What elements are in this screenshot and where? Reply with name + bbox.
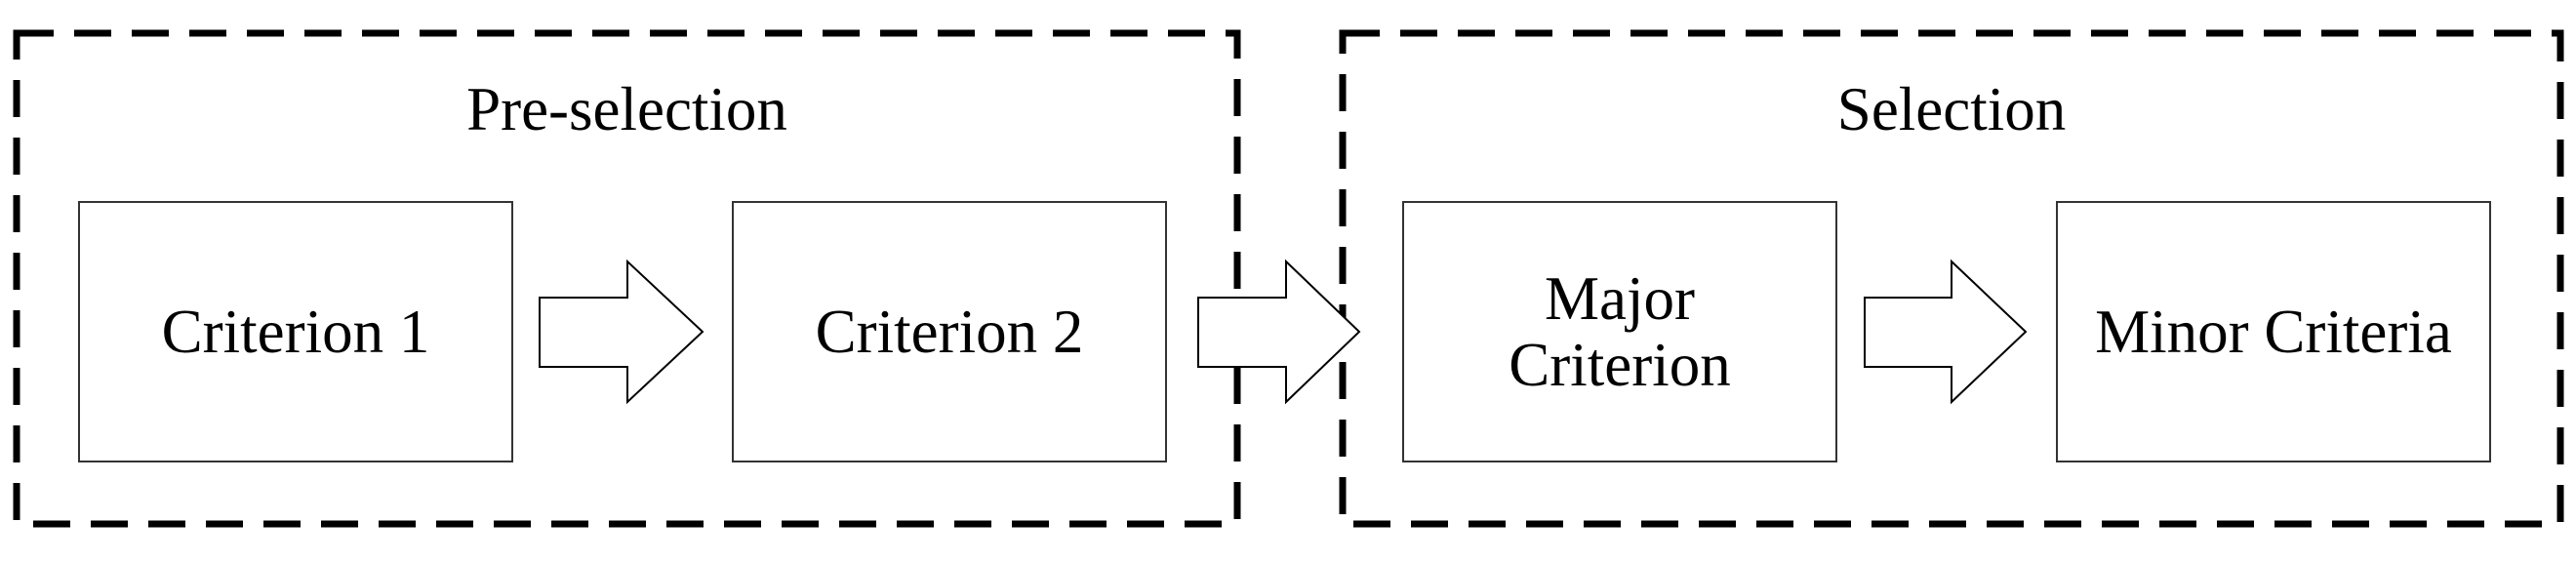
pre-selection-group-border	[13, 29, 1241, 528]
group-title-pre-selection: Pre-selection	[466, 75, 787, 143]
box-major-criterion: Major Criterion	[1402, 201, 1837, 462]
box-major-criterion-label: Major Criterion	[1509, 264, 1731, 399]
box-criterion-1-label: Criterion 1	[161, 298, 430, 366]
box-minor-criteria: Minor Criteria	[2056, 201, 2491, 462]
box-criterion-1: Criterion 1	[78, 201, 513, 462]
arrow-right-icon	[539, 259, 704, 405]
box-criterion-2: Criterion 2	[732, 201, 1167, 462]
box-minor-criteria-label: Minor Criteria	[2095, 298, 2452, 366]
box-criterion-2-label: Criterion 2	[815, 298, 1084, 366]
group-title-selection: Selection	[1836, 75, 2067, 143]
arrow-right-icon	[1197, 259, 1361, 405]
arrow-right-icon	[1864, 259, 2028, 405]
selection-group-border	[1339, 29, 2564, 528]
